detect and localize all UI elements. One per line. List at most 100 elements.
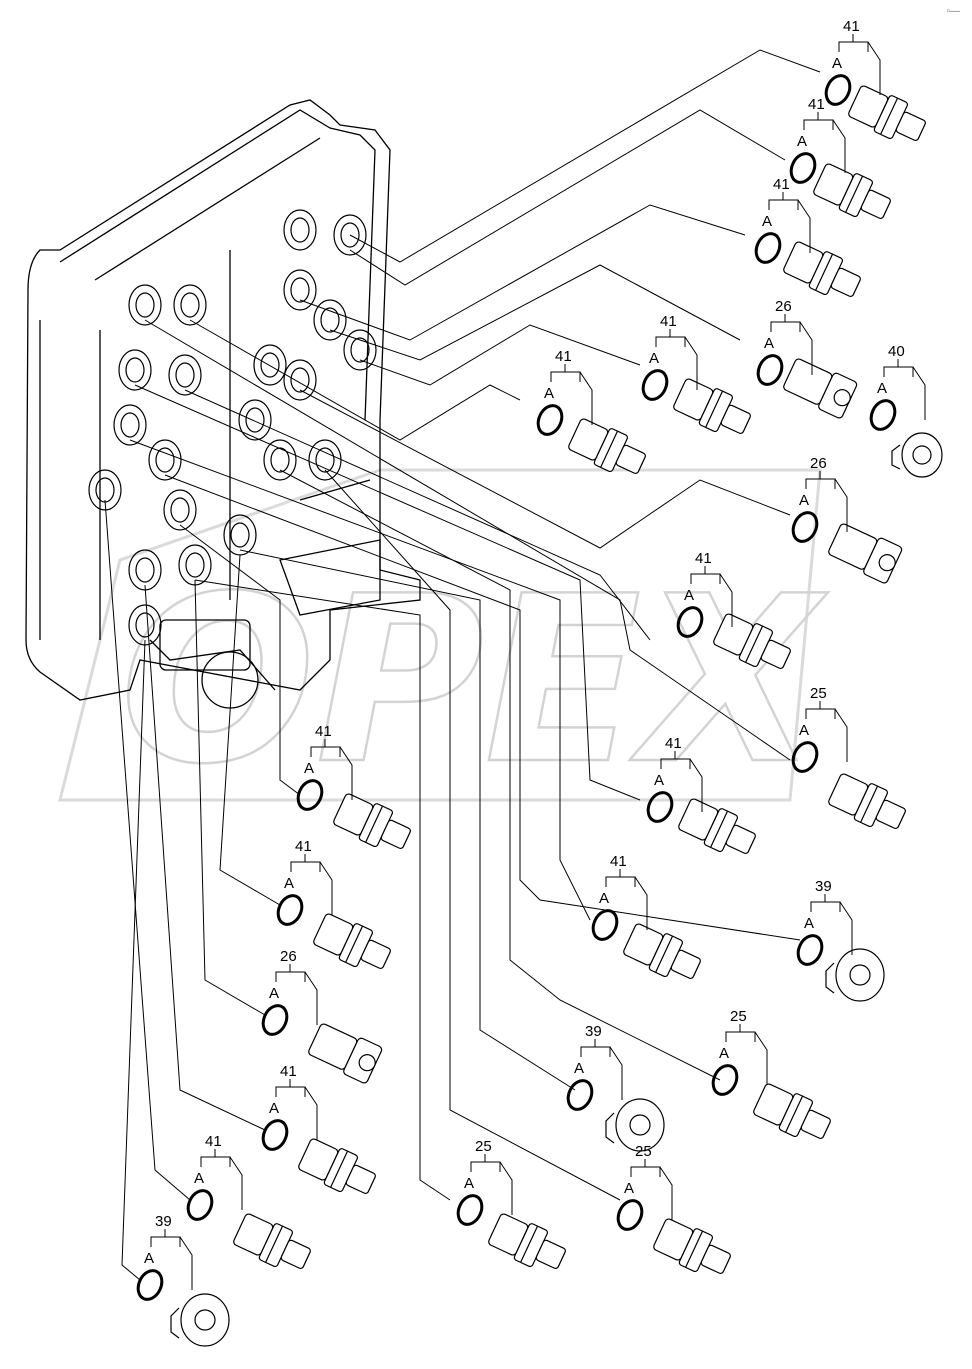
callout-bracket bbox=[580, 1039, 623, 1100]
o-ring-seal bbox=[646, 791, 674, 823]
callout-part-41: A 41 bbox=[261, 1063, 318, 1151]
callout-part-26: A26 bbox=[791, 455, 848, 543]
part-number: 39 bbox=[585, 1023, 602, 1040]
callout-part-41: A 41 bbox=[824, 18, 881, 106]
callout-part-26: A26 bbox=[756, 298, 813, 386]
o-ring-seal bbox=[754, 232, 782, 264]
callout-part-41: A41 bbox=[276, 838, 333, 926]
callout-part-41: A 41 bbox=[536, 348, 593, 436]
callout-bracket bbox=[883, 359, 926, 420]
part-number: 26 bbox=[810, 455, 827, 472]
part-number: 26 bbox=[775, 298, 792, 315]
callout-bracket bbox=[550, 364, 593, 425]
part-number: 41 bbox=[610, 853, 627, 870]
callout-part-41: A 41 bbox=[676, 550, 733, 638]
leader-lines bbox=[104, 49, 821, 1281]
o-ring-seal bbox=[296, 779, 324, 811]
o-ring-seal bbox=[789, 152, 817, 184]
seal-label: A bbox=[877, 380, 887, 397]
callout-bracket bbox=[275, 964, 318, 1025]
seal-label: A bbox=[832, 55, 842, 72]
seal-label: A bbox=[654, 772, 664, 789]
seal-label: A bbox=[797, 133, 807, 150]
seal-label: A bbox=[144, 1250, 154, 1267]
o-ring-seal bbox=[676, 606, 704, 638]
part-number: 39 bbox=[155, 1213, 172, 1230]
callout-part-41: A41 bbox=[789, 96, 846, 184]
o-ring-seal bbox=[791, 511, 819, 543]
callout-part-26: A 26 bbox=[261, 948, 318, 1036]
callout-bracket bbox=[725, 1024, 768, 1085]
part-number: 41 bbox=[280, 1063, 297, 1080]
o-ring-seal bbox=[566, 1079, 594, 1111]
seal-label: A bbox=[762, 213, 772, 230]
callout-bracket bbox=[470, 1154, 513, 1215]
callout-part-40: A 40 bbox=[869, 343, 926, 431]
callout-bracket bbox=[768, 192, 811, 253]
part-number: 25 bbox=[635, 1143, 652, 1160]
callout-part-41: A41 bbox=[754, 176, 811, 264]
o-ring-seal bbox=[796, 934, 824, 966]
callout-part-39: A 39 bbox=[136, 1213, 193, 1301]
callout-bracket bbox=[275, 1079, 318, 1140]
part-number: 41 bbox=[205, 1133, 222, 1150]
part-number: 25 bbox=[475, 1138, 492, 1155]
seal-label: A bbox=[624, 1180, 634, 1197]
seal-label: A bbox=[544, 385, 554, 402]
seal-label: A bbox=[599, 890, 609, 907]
callout-bracket bbox=[770, 314, 813, 375]
o-ring-seal bbox=[824, 74, 852, 106]
callout-part-25: A25 bbox=[711, 1008, 768, 1096]
part-number: 26 bbox=[280, 948, 297, 965]
callout-bracket bbox=[200, 1149, 243, 1210]
part-number: 40 bbox=[888, 343, 905, 360]
callout-bracket bbox=[630, 1159, 673, 1220]
callout-part-39: A 39 bbox=[796, 878, 853, 966]
callout-bracket bbox=[805, 701, 848, 762]
o-ring-seal bbox=[711, 1064, 739, 1096]
callout-part-25: A25 bbox=[791, 685, 848, 773]
o-ring-seal bbox=[261, 1119, 289, 1151]
seal-label: A bbox=[284, 875, 294, 892]
o-ring-seal bbox=[616, 1199, 644, 1231]
seal-label: A bbox=[649, 350, 659, 367]
callouts: A41A41A41A26A41A41A40A26A41A25A41A41A41A… bbox=[136, 18, 926, 1301]
part-number: 41 bbox=[315, 723, 332, 740]
o-ring-seal bbox=[756, 354, 784, 386]
seal-label: A bbox=[574, 1060, 584, 1077]
callout-bracket bbox=[803, 112, 846, 173]
seal-label: A bbox=[464, 1175, 474, 1192]
callout-part-41: A 41 bbox=[296, 723, 353, 811]
callout-part-41: A41 bbox=[186, 1133, 243, 1221]
part-number: 39 bbox=[815, 878, 832, 895]
seal-label: A bbox=[804, 915, 814, 932]
fittings bbox=[170, 85, 943, 1347]
o-ring-seal bbox=[791, 741, 819, 773]
seal-label: A bbox=[304, 760, 314, 777]
seal-label: A bbox=[269, 985, 279, 1002]
part-number: 41 bbox=[843, 18, 860, 35]
o-ring-seal bbox=[641, 369, 669, 401]
o-ring-seal bbox=[261, 1004, 289, 1036]
callout-bracket bbox=[838, 34, 881, 95]
callout-part-25: A 25 bbox=[456, 1138, 513, 1226]
part-number: 41 bbox=[555, 348, 572, 365]
valve-body bbox=[25, 99, 421, 709]
seal-label: A bbox=[799, 722, 809, 739]
callout-part-39: A 39 bbox=[566, 1023, 623, 1111]
seal-label: A bbox=[684, 587, 694, 604]
o-ring-seal bbox=[536, 404, 564, 436]
callout-bracket bbox=[150, 1229, 193, 1290]
callout-bracket bbox=[805, 471, 848, 532]
o-ring-seal bbox=[869, 399, 897, 431]
callout-bracket bbox=[310, 739, 353, 800]
o-ring-seal bbox=[136, 1269, 164, 1301]
callout-bracket bbox=[810, 894, 853, 955]
callout-part-41: A41 bbox=[646, 735, 703, 823]
part-number: 41 bbox=[660, 313, 677, 330]
callout-bracket bbox=[655, 329, 698, 390]
seal-label: A bbox=[269, 1100, 279, 1117]
callout-part-41: A 41 bbox=[591, 853, 648, 941]
part-number: 41 bbox=[695, 550, 712, 567]
